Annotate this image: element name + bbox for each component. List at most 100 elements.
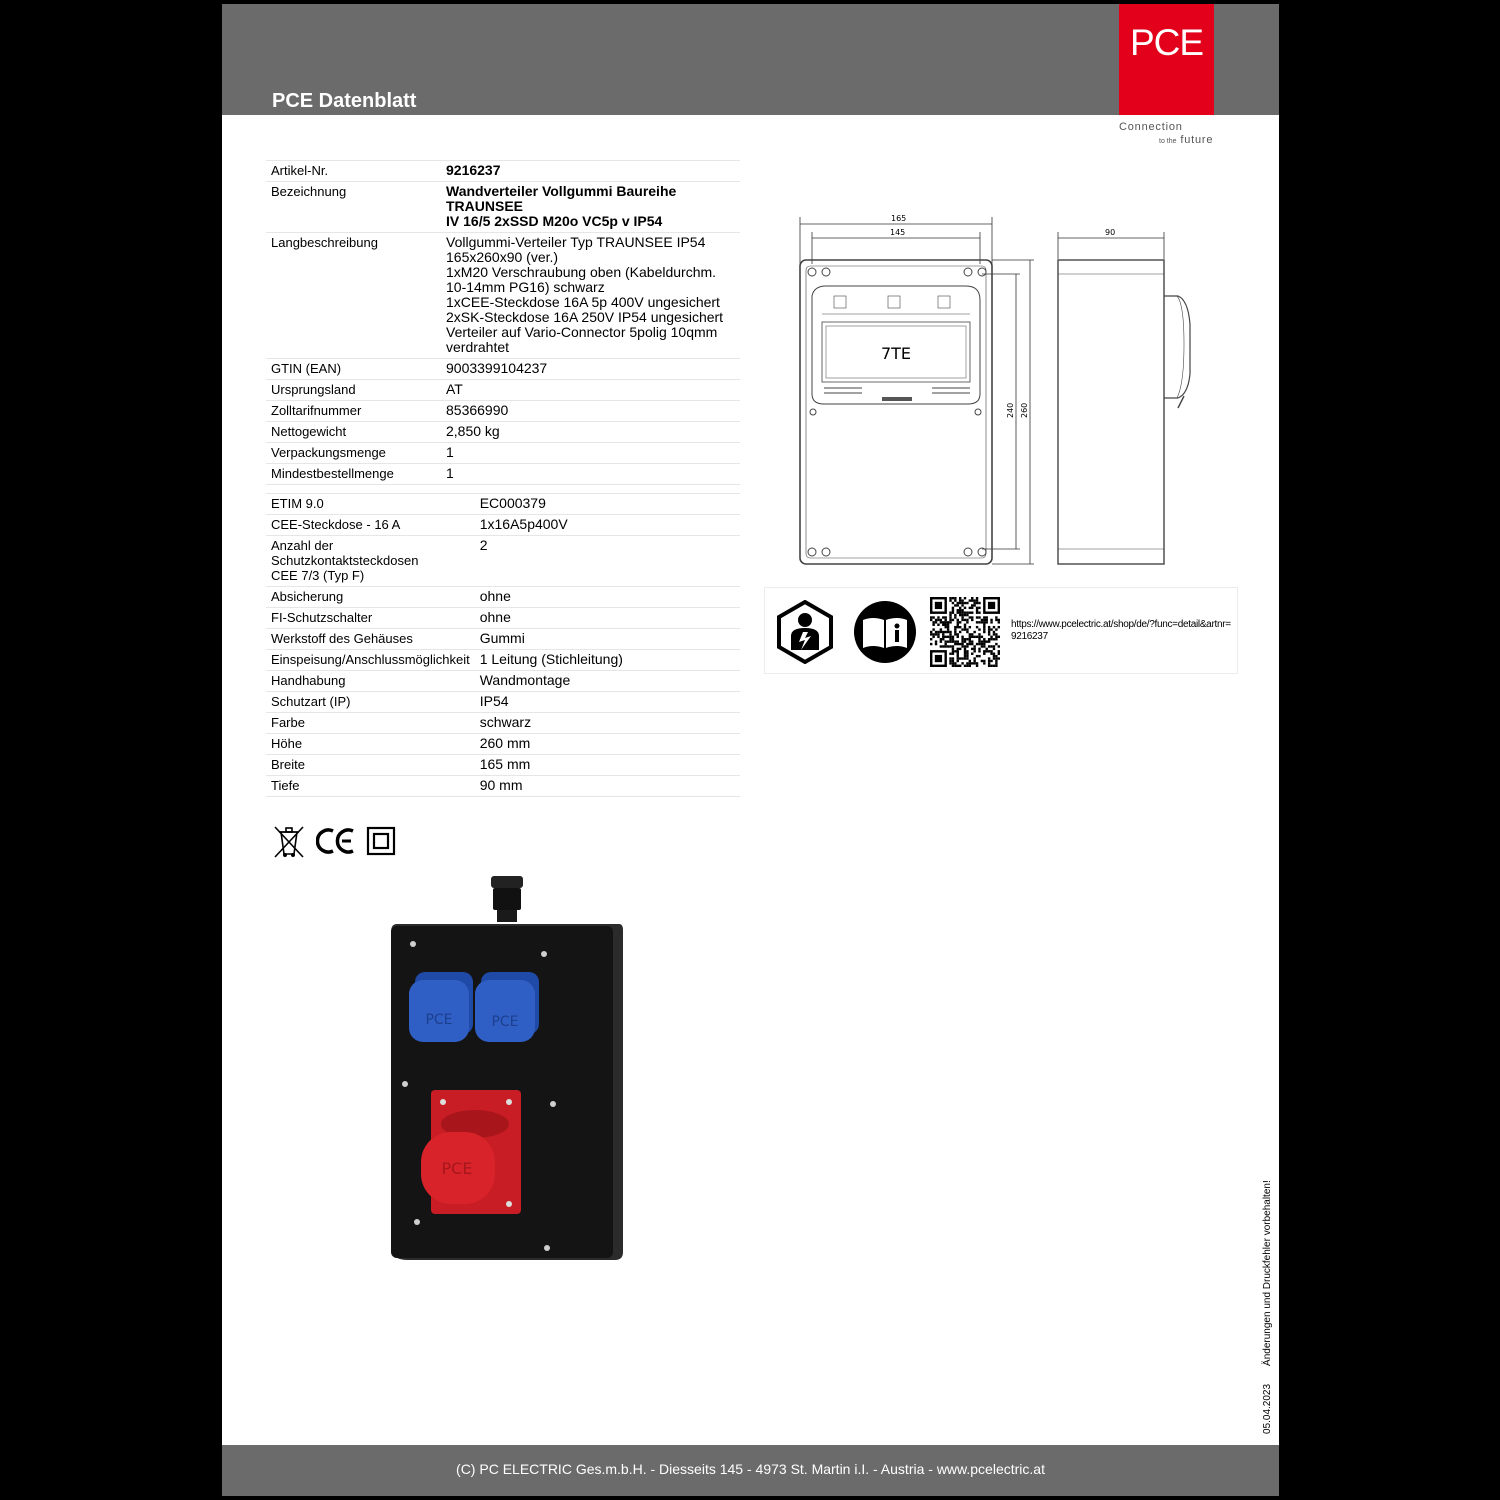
header-bar: PCE Datenblatt PCE <box>222 4 1279 115</box>
product-info-label: Nettogewicht <box>266 421 441 443</box>
technical-drawing: 165 145 90 240 260 7TE <box>799 214 1191 565</box>
tagline-small: to the <box>1159 138 1177 145</box>
tagline-future: to the future <box>1159 134 1213 146</box>
blue-socket-right: PCE <box>475 972 539 1042</box>
blue-socket-left: PCE <box>409 972 473 1042</box>
etim-value: Gummi <box>474 628 740 650</box>
info-icon-panel: https://www.pcelectric.at/shop/de/?func=… <box>764 587 1238 674</box>
product-info-label: Ursprungsland <box>266 379 441 401</box>
etim-label: Anzahl der Schutzkontaktsteckdosen CEE 7… <box>266 535 475 587</box>
product-info-label: Verpackungsmenge <box>266 442 441 464</box>
socket-brand-left: PCE <box>425 1012 452 1028</box>
product-info-value: 85366990 <box>441 400 740 422</box>
tagline-word: future <box>1180 134 1214 146</box>
read-manual-icon <box>854 601 916 663</box>
etim-label: ETIM 9.0 <box>266 493 475 515</box>
etim-value: EC000379 <box>474 493 740 515</box>
electrician-warning-icon <box>777 600 833 664</box>
dimension-lines <box>799 217 1165 565</box>
disclaimer: Änderungen und Druckfehler vorbehalten! <box>1262 1180 1273 1366</box>
product-info-label: Mindestbestellmenge <box>266 463 441 485</box>
product-info-value: 1 <box>441 442 740 464</box>
product-info-label: Artikel-Nr. <box>266 160 441 182</box>
etim-label: Breite <box>266 754 475 776</box>
product-info-label: GTIN (EAN) <box>266 358 441 380</box>
etim-label: Farbe <box>266 712 475 734</box>
footer-bar: (C) PC ELECTRIC Ges.m.b.H. - Diesseits 1… <box>222 1445 1279 1496</box>
weee-icon <box>274 826 304 858</box>
protection-class-2-icon <box>366 826 396 856</box>
product-info-label: Langbeschreibung <box>266 232 441 359</box>
footer-text: (C) PC ELECTRIC Ges.m.b.H. - Diesseits 1… <box>456 1461 1045 1477</box>
etim-label: Werkstoff des Gehäuses <box>266 628 475 650</box>
side-note: 05.04.2023Änderungen und Druckfehler vor… <box>1262 1180 1273 1434</box>
dim-depth: 90 <box>1105 228 1115 237</box>
dimension-labels: 165 145 90 240 260 <box>890 214 1115 418</box>
dim-width-outer: 165 <box>891 214 906 223</box>
product-info-value: Vollgummi-Verteiler Typ TRAUNSEE IP54 16… <box>441 232 740 359</box>
etim-value: 165 mm <box>474 754 740 776</box>
socket-brand-right: PCE <box>491 1014 518 1030</box>
etim-value: Wandmontage <box>474 670 740 692</box>
product-info-label: Zolltarifnummer <box>266 400 441 422</box>
etim-value: 1x16A5p400V <box>474 514 740 536</box>
etim-label: Schutzart (IP) <box>266 691 475 713</box>
etim-label: Einspeisung/Anschlussmöglichkeit <box>266 649 475 671</box>
etim-value: 2 <box>474 535 740 587</box>
product-info-value: Wandverteiler Vollgummi Baureihe TRAUNSE… <box>441 181 740 233</box>
etim-value: ohne <box>474 586 740 608</box>
etim-value: IP54 <box>474 691 740 713</box>
front-view <box>799 259 993 565</box>
etim-value: 260 mm <box>474 733 740 755</box>
datasheet-page: PCE Datenblatt PCE Connection to the fut… <box>222 4 1279 1496</box>
etim-label: Höhe <box>266 733 475 755</box>
shop-url-link[interactable]: https://www.pcelectric.at/shop/de/?func=… <box>1011 619 1231 642</box>
module-label: 7TE <box>881 344 911 363</box>
pce-logo: PCE <box>1119 4 1214 115</box>
red-cee-socket: PCE <box>421 1090 521 1214</box>
page-title: PCE Datenblatt <box>272 90 417 112</box>
certification-marks <box>272 822 402 862</box>
product-info-value: 1 <box>441 463 740 485</box>
dim-height-inner: 240 <box>1006 403 1015 418</box>
etim-value: ohne <box>474 607 740 629</box>
etim-label: Absicherung <box>266 586 475 608</box>
qr-code-icon[interactable] <box>930 597 1000 667</box>
etim-value: schwarz <box>474 712 740 734</box>
product-info-row: Artikel-Nr.9216237 <box>266 160 740 182</box>
ce-mark-icon <box>316 828 354 854</box>
etim-label: Tiefe <box>266 775 475 797</box>
etim-label: CEE-Steckdose - 16 A <box>266 514 475 536</box>
product-info-row: GTIN (EAN)9003399104237 <box>266 358 740 380</box>
cable-gland <box>491 876 523 922</box>
product-info-value: AT <box>441 379 740 401</box>
dim-width-inner: 145 <box>890 228 905 237</box>
product-info-value: 9003399104237 <box>441 358 740 380</box>
tagline-connection: Connection <box>1119 121 1183 133</box>
etim-row: Schutzart (IP)IP54 <box>266 691 740 713</box>
product-info-label: Bezeichnung <box>266 181 441 233</box>
cee-brand: PCE <box>442 1159 473 1178</box>
etim-row: Anzahl der Schutzkontaktsteckdosen CEE 7… <box>266 535 740 587</box>
side-view <box>1057 259 1191 565</box>
